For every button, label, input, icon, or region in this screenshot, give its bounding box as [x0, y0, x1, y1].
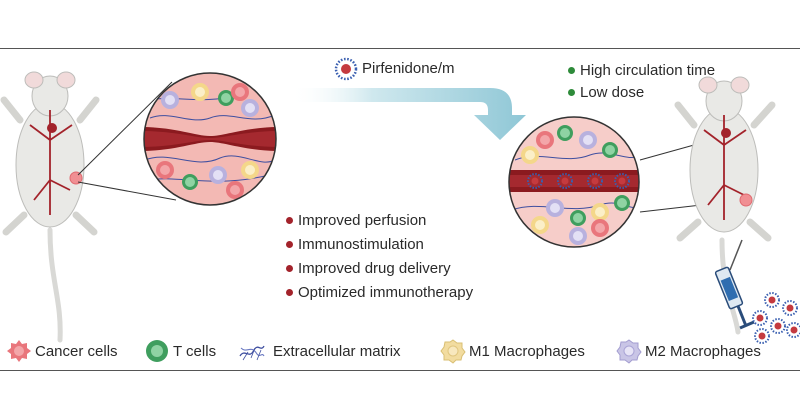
extracellular-matrix-icon: [239, 345, 265, 361]
bottom-border: [0, 370, 800, 371]
outcome-item: Immunostimulation: [286, 236, 424, 253]
tumor-zoom-after: [508, 116, 640, 248]
mouse-left-illustration: [0, 71, 100, 343]
legend: Cancer cells T cells Extracellular matri…: [0, 338, 800, 364]
bullet-dot: [568, 66, 575, 74]
bullet-dot: [286, 288, 293, 296]
outcome-item: Improved perfusion: [286, 212, 426, 229]
m2-macrophage-icon: [616, 339, 642, 364]
syringe-icon: [714, 239, 755, 330]
micelle-icon: [334, 57, 358, 81]
bullet-dot: [286, 240, 293, 248]
bullet-dot: [286, 264, 293, 272]
treatment-arrow: [290, 88, 526, 140]
property-item: High circulation time: [568, 62, 715, 79]
bullet-dot: [568, 88, 575, 96]
outcome-item: Improved drug delivery: [286, 260, 451, 277]
drug-label: Pirfenidone/m: [362, 60, 455, 77]
outcome-item: Optimized immunotherapy: [286, 284, 473, 301]
tumor-zoom-before: [143, 72, 277, 206]
legend-item-extracellular-matrix: Extracellular matrix: [234, 338, 401, 364]
legend-item-m2-macrophages: M2 Macrophages: [616, 338, 761, 364]
top-border: [0, 48, 800, 49]
legend-item-t-cells: T cells: [144, 338, 216, 364]
legend-item-cancer-cells: Cancer cells: [6, 338, 118, 364]
m1-macrophage-icon: [440, 339, 466, 364]
legend-item-m1-macrophages: M1 Macrophages: [440, 338, 585, 364]
t-cell-icon: [146, 340, 168, 362]
cancer-cell-icon: [7, 340, 31, 362]
property-item: Low dose: [568, 84, 644, 101]
micelle-cluster-icon: [752, 292, 800, 344]
bullet-dot: [286, 216, 293, 224]
mouse-right-illustration: [674, 76, 776, 335]
